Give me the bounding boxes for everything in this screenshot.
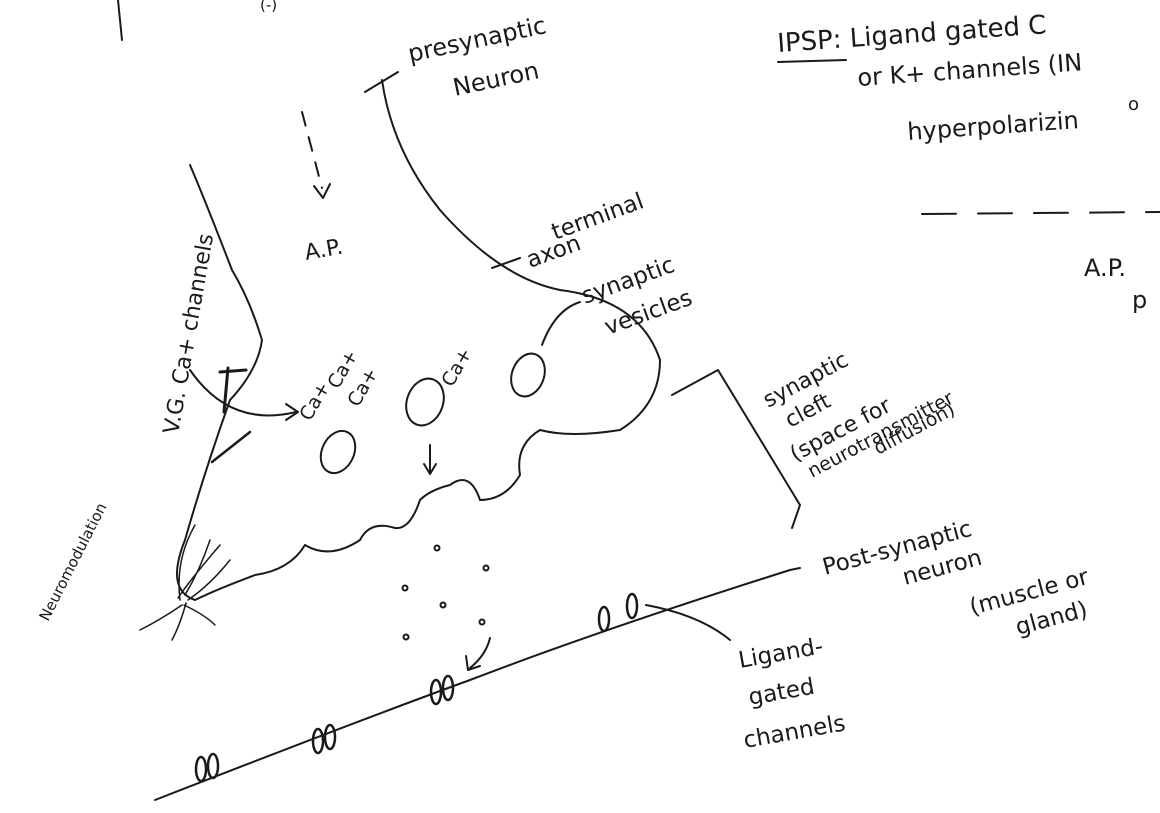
ligand-gated-label: channels (742, 710, 848, 753)
synaptic-vesicle (510, 352, 546, 398)
neurotransmitter-dot (433, 544, 441, 552)
neurotransmitter-dot (402, 633, 410, 641)
vesicle-pointer-line (541, 301, 581, 346)
ap-arrow-head (313, 183, 331, 199)
ligand-channel-pointer (645, 604, 731, 641)
ap-dashed-line (301, 111, 323, 189)
right-ap-note: p (1132, 286, 1147, 314)
presynaptic-tick (364, 71, 399, 93)
neurotransmitter-dot (439, 601, 447, 609)
neuromodulation-label: Neuromodulation (36, 500, 111, 624)
ca-entry-arrow (189, 369, 297, 417)
synaptic-cleft-bracket (671, 369, 801, 529)
neurotransmitter-dot (478, 618, 486, 626)
corner-mark: (-) (260, 0, 277, 14)
presynaptic-membrane (176, 79, 661, 601)
ligand-gated-label: gated (747, 674, 817, 711)
section-divider (921, 211, 1160, 215)
presynaptic-label: Neuron (450, 56, 541, 102)
ipsp-note: hyperpolarizin (906, 106, 1079, 146)
ligand-gated-channel (311, 723, 337, 755)
postsynaptic-membrane (154, 567, 801, 801)
ca-entry-arrow-head (285, 403, 299, 421)
ipsp-underline (777, 59, 847, 63)
ligand-gated-channel (429, 674, 455, 706)
neurotransmitter-dot (401, 584, 409, 592)
vg-channels-label: V.G. Ca+ channels (159, 232, 219, 436)
calcium-ion-label: Ca+ (437, 344, 476, 390)
neurotransmitter-dot (482, 564, 490, 572)
axon-terminal-tick (491, 257, 521, 269)
vesicle-release-arrow-head (423, 463, 437, 475)
synaptic-vesicle (319, 429, 357, 475)
right-ap-note: A.P. (1084, 254, 1126, 282)
nt-binding-arrow-head (465, 655, 481, 671)
vg-channel-mark-3 (210, 430, 252, 464)
ipsp-note: or K+ channels (IN (856, 48, 1083, 92)
ipsp-note: IPSP: Ligand gated C (776, 10, 1047, 59)
neuromodulation-scribble (139, 524, 231, 641)
ipsp-note: o (1128, 94, 1139, 115)
top-left-stub-line (117, 0, 123, 41)
synaptic-vesicle (405, 377, 445, 427)
ligand-gated-channel (597, 592, 639, 633)
action-potential-label: A.P. (303, 235, 345, 266)
axon-terminal-label: terminal (548, 188, 647, 245)
ligand-gated-channel (194, 752, 220, 783)
nt-binding-arrow (469, 637, 491, 669)
vg-channel-mark-2 (218, 368, 248, 374)
ligand-gated-label: Ligand- (737, 633, 826, 673)
